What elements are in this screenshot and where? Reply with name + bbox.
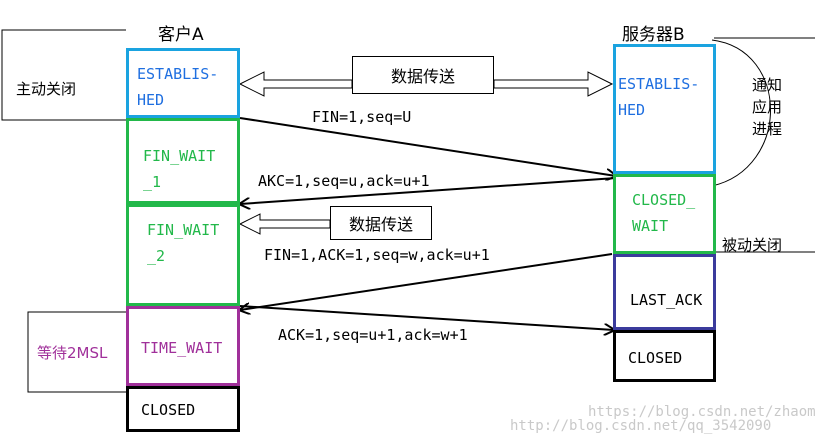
client-fin-wait-2-label: FIN_WAIT _2	[147, 221, 220, 265]
server-closed-label: CLOSED	[628, 349, 683, 367]
server-last-ack-box: LAST_ACK	[613, 254, 716, 330]
data-transfer-arrow	[238, 213, 331, 235]
server-title: 服务器B	[622, 25, 685, 45]
notify-curve	[711, 39, 771, 187]
client-fin-wait-2-box: FIN_WAIT _2	[126, 204, 240, 306]
fin1-arrow	[239, 117, 616, 176]
server-close-wait-box: CLOSED_ WAIT	[613, 174, 716, 254]
fin2-arrow	[240, 253, 613, 310]
msg-ack2: ACK=1,seq=u+1,ack=w+1	[278, 326, 468, 344]
server-established-box: ESTABLIS- HED	[613, 44, 716, 174]
client-closed-label: CLOSED	[141, 401, 196, 419]
server-last-ack-label: LAST_ACK	[630, 291, 703, 309]
passive-close-label: 被动关闭	[722, 236, 783, 254]
server-close-wait-label: CLOSED_ WAIT	[632, 191, 696, 235]
server-established-label: ESTABLIS- HED	[618, 75, 700, 119]
msg-ack1: AKC=1,seq=u,ack=u+1	[258, 172, 430, 190]
data-transfer-double-arrow	[238, 71, 353, 97]
active-close-label: 主动关闭	[16, 80, 77, 98]
client-established-label: ESTABLIS- HED	[137, 65, 219, 109]
data-transfer-mid-caption: 数据传送	[330, 206, 432, 240]
watermark-line2: http://blog.csdn.net/qq_3542090	[510, 418, 772, 434]
wait-2msl-bracket	[27, 311, 126, 393]
watermark-line1: https://blog.csdn.net/zhaomax	[588, 404, 815, 420]
active-close-bracket	[1, 29, 126, 121]
client-time-wait-box: TIME_WAIT	[126, 306, 240, 386]
data-transfer-top-caption: 数据传送	[352, 56, 494, 94]
client-fin-wait-1-box: FIN_WAIT _1	[126, 118, 240, 204]
msg-fin1: FIN=1,seq=U	[312, 108, 412, 126]
notify-app-label: 通知 应用 进程	[752, 76, 783, 138]
client-title: 客户A	[158, 25, 204, 45]
client-time-wait-label: TIME_WAIT	[141, 339, 223, 357]
msg-fin2: FIN=1,ACK=1,seq=w,ack=u+1	[264, 246, 490, 264]
server-closed-box: CLOSED	[613, 330, 716, 382]
client-closed-box: CLOSED	[126, 386, 240, 432]
client-established-box: ESTABLIS- HED	[126, 48, 240, 118]
client-fin-wait-1-label: FIN_WAIT _1	[143, 147, 216, 191]
wait-2msl-label: 等待2MSL	[37, 344, 108, 362]
ack2-arrow	[239, 305, 614, 330]
ack1-arrow	[240, 177, 617, 204]
